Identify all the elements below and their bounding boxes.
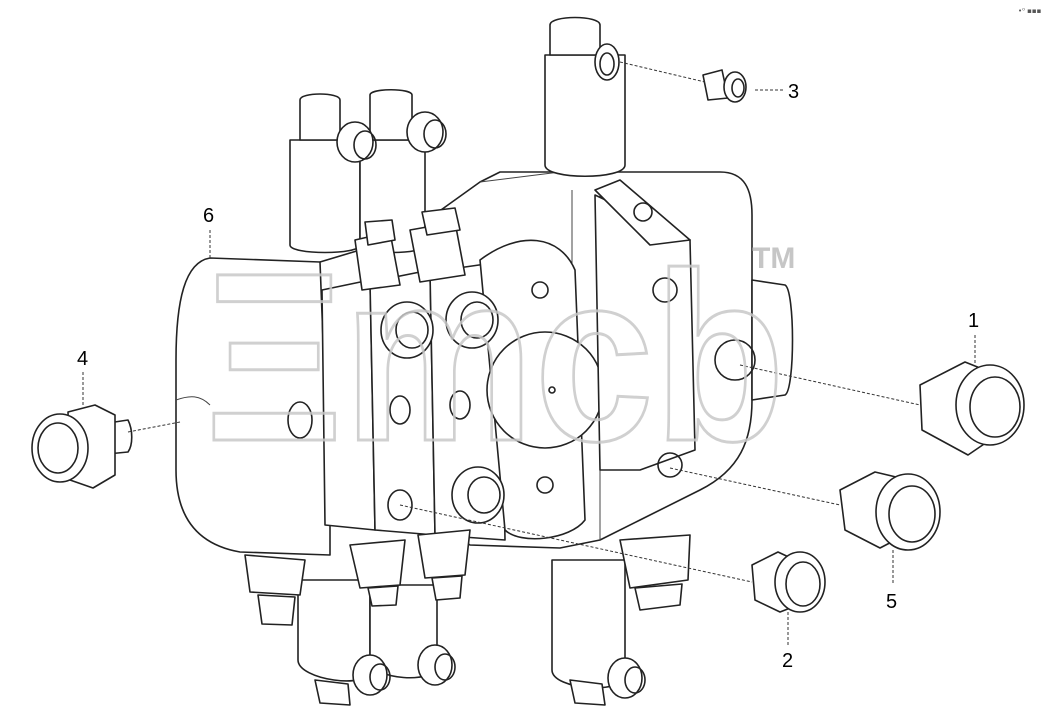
callout-3: 3 (788, 81, 799, 103)
callout-5: 5 (886, 591, 897, 613)
callout-1: 1 (968, 310, 979, 332)
callout-2: 2 (782, 650, 793, 672)
top-cylinder (544, 54, 626, 177)
watermark-trademark: TM (752, 242, 795, 275)
callout-4: 4 (77, 348, 88, 370)
valve-assembly (175, 16, 794, 706)
fitting-part-3 (702, 69, 747, 103)
watermark-logo: Ξmcb TM (204, 222, 796, 493)
fitting-part-5 (839, 471, 941, 551)
leader-lines (82, 61, 976, 645)
callout-6: 6 (203, 205, 214, 227)
fitting-part-2 (751, 551, 826, 613)
fitting-part-4 (31, 404, 133, 489)
corner-mark: •⁰ ▪▪▪ (1018, 7, 1042, 15)
watermark-text: Ξmcb (205, 223, 785, 491)
fitting-part-1 (919, 361, 1025, 456)
end-cap-left (175, 257, 331, 556)
